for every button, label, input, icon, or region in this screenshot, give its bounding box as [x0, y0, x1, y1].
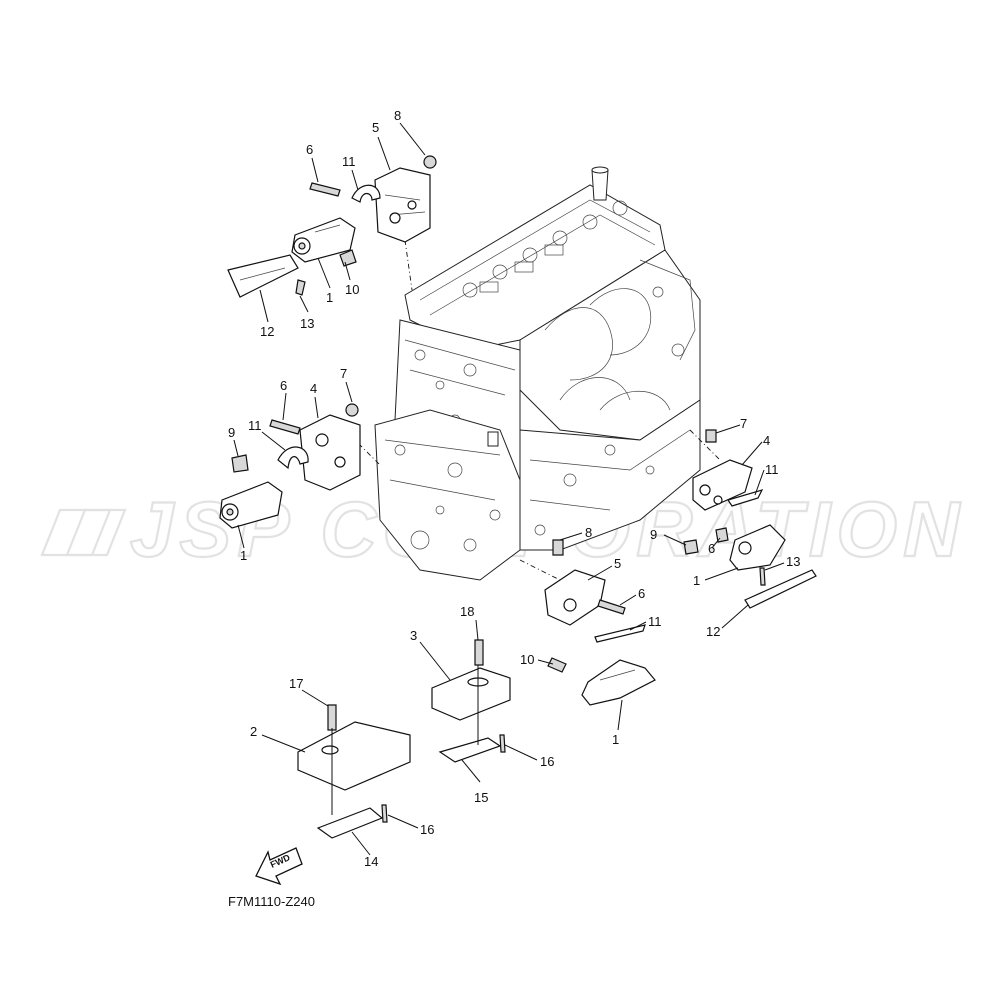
screw-16-lower: [381, 804, 388, 823]
plate-14: [316, 807, 384, 839]
callout-6-left: 6: [280, 378, 287, 393]
callout-12-right: 12: [706, 624, 720, 639]
callout-1-left: 1: [240, 548, 247, 563]
plate-15: [438, 737, 502, 763]
callout-6-center: 6: [638, 586, 645, 601]
bolt-7: [345, 403, 359, 417]
bracket-4: [299, 414, 361, 491]
callout-5-center: 5: [614, 556, 621, 571]
callout-8-center: 8: [585, 525, 592, 540]
callout-11-top: 11: [342, 154, 356, 169]
callout-16-upper: 16: [540, 754, 554, 769]
bolt-9-right: [683, 539, 699, 555]
lower-parts-group: [297, 639, 511, 839]
callout-9-right: 9: [650, 527, 657, 542]
callout-1-right: 1: [693, 573, 700, 588]
callout-18: 18: [460, 604, 474, 619]
plate-12-right: [744, 569, 817, 609]
shim-11-right: [727, 489, 764, 507]
right-callout-lines: [663, 424, 785, 629]
engine-block: [374, 166, 701, 581]
callout-16-lower: 16: [420, 822, 434, 837]
callout-10-top: 10: [345, 282, 359, 297]
bolt-6-right: [715, 527, 729, 543]
screw-16: [499, 734, 506, 753]
callout-7-left: 7: [340, 366, 347, 381]
cover-3: [431, 667, 511, 721]
cover-2: [297, 721, 411, 791]
callout-3: 3: [410, 628, 417, 643]
callout-14: 14: [364, 854, 378, 869]
plate-12: [227, 254, 299, 298]
callout-17: 17: [289, 676, 303, 691]
callout-13-right: 13: [786, 554, 800, 569]
callout-1-top: 1: [326, 290, 333, 305]
bolt-6: [309, 182, 341, 197]
bracket-4-right: [692, 459, 753, 511]
right-mount-group: [683, 429, 817, 609]
bolt-7-right: [705, 429, 717, 443]
lower-callout-lines: [261, 619, 538, 856]
screw-13: [295, 279, 306, 296]
callout-10-center: 10: [520, 652, 534, 667]
bolt-9: [231, 454, 249, 473]
callout-5-top: 5: [372, 120, 379, 135]
callout-13-top: 13: [300, 316, 314, 331]
callout-12-top: 12: [260, 324, 274, 339]
bolt-10: [339, 249, 357, 267]
bolt-6-center: [597, 599, 626, 615]
center-callout-lines: [537, 532, 647, 731]
upper-mount-group: [227, 155, 437, 298]
mount-1-right: [729, 524, 786, 571]
callout-numbers: 5 8 6 11 1 10 12 13 6 4 7 9 11 1 7 4 11 …: [228, 108, 800, 869]
callout-11-right: 11: [765, 462, 779, 477]
bracket-5-center: [544, 569, 606, 626]
bolt-8-center: [552, 539, 564, 556]
left-callout-lines: [233, 381, 353, 549]
shim-11: [351, 184, 381, 203]
callout-6-right: 6: [708, 541, 715, 556]
left-mount-group: [219, 403, 361, 529]
shim-11-center: [594, 624, 646, 643]
bolt-8: [423, 155, 437, 169]
callout-9-left: 9: [228, 425, 235, 440]
diagram-code: F7M1110-Z240: [228, 894, 315, 909]
leader-upper-mount: [404, 239, 413, 291]
mount-1-center: [581, 659, 656, 706]
callout-4-right: 4: [763, 433, 770, 448]
callout-11-left: 11: [248, 418, 262, 433]
bolt-17: [327, 704, 337, 731]
callout-8-top: 8: [394, 108, 401, 123]
callout-11-center: 11: [648, 614, 662, 629]
callout-4-left: 4: [310, 381, 317, 396]
fwd-arrow-icon: FWD: [255, 847, 303, 886]
callout-2: 2: [250, 724, 257, 739]
bolt-10-center: [547, 657, 567, 673]
screw-13-right: [759, 567, 766, 586]
bolt-18: [474, 639, 484, 666]
callout-15: 15: [474, 790, 488, 805]
bolt-6-left: [269, 419, 301, 435]
callout-6-top: 6: [306, 142, 313, 157]
bracket-5: [374, 167, 431, 243]
upper-callout-lines: [259, 122, 426, 323]
shim-11-left: [277, 446, 309, 470]
leader-center-mount: [519, 559, 561, 581]
callout-1-center: 1: [612, 732, 619, 747]
callout-7-right: 7: [740, 416, 747, 431]
